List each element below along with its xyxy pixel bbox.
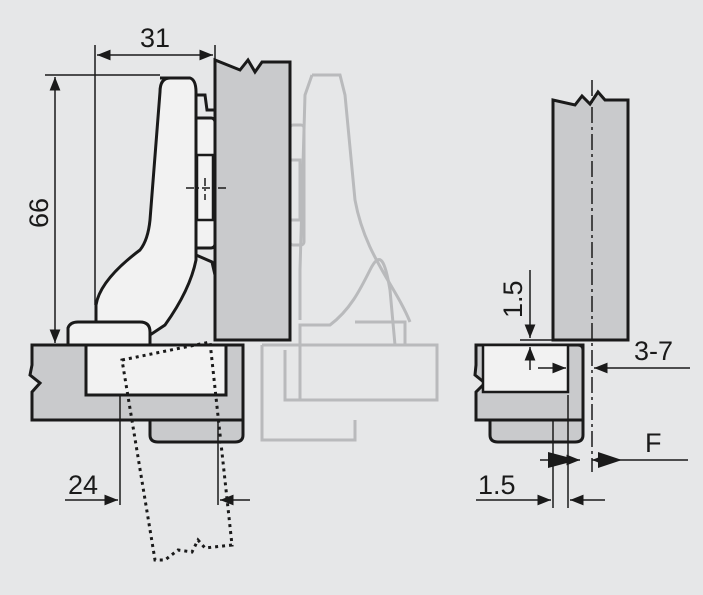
dimension-label-1-5-horizontal: 1.5 [478, 470, 516, 500]
dimension-31 [94, 45, 216, 305]
dimension-label-24: 24 [68, 470, 98, 500]
right-side-panel [551, 89, 630, 342]
cabinet-side-panel [213, 57, 292, 342]
hinge-base [66, 320, 152, 347]
dimension-label-1-5-vertical: 1.5 [498, 280, 528, 318]
opened-door-dotted [120, 340, 234, 562]
dimension-1-5-vertical [520, 270, 553, 370]
dimension-24 [65, 395, 250, 506]
dimension-label-31: 31 [140, 23, 170, 53]
ghost-hinge [260, 73, 439, 442]
F-arrowhead [598, 452, 622, 468]
dimension-label-F: F [645, 428, 662, 458]
dimension-label-3-7: 3-7 [634, 336, 673, 366]
dimension-label-66: 66 [24, 198, 54, 228]
hinge-arm [94, 76, 198, 337]
right-door-edge [481, 343, 570, 394]
cup-bottom [148, 418, 245, 444]
F-left-arrowhead [548, 452, 578, 468]
dimension-1-5-horizontal [476, 395, 605, 508]
right-cup-bottom [488, 418, 585, 444]
hinge-cup [84, 343, 228, 397]
dimension-66 [45, 74, 160, 343]
